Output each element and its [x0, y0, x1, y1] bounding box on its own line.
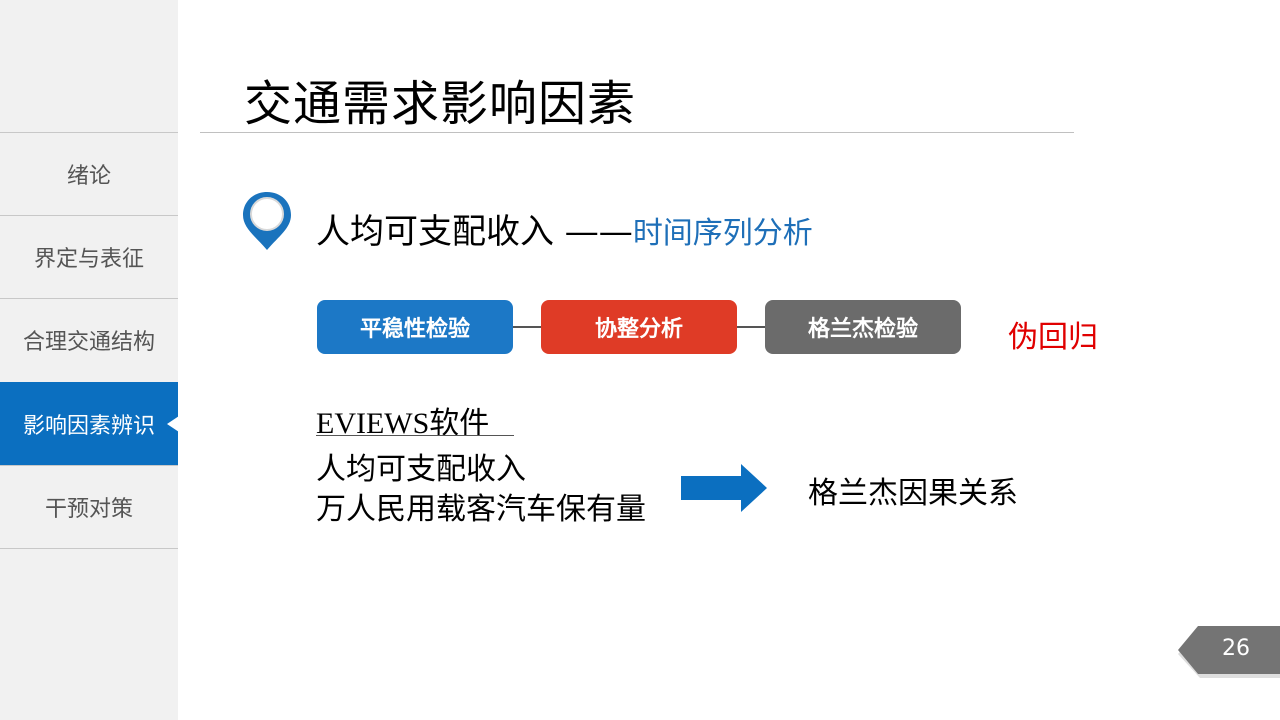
- step-stationarity-test[interactable]: 平稳性检验: [317, 300, 513, 354]
- sidebar-item-definition[interactable]: 界定与表征: [0, 215, 178, 298]
- page-title: 交通需求影响因素: [244, 76, 637, 132]
- right-arrow-icon: [681, 464, 767, 512]
- active-indicator-icon: [167, 416, 179, 432]
- variable-list: 人均可支配收入 万人民用载客汽车保有量: [316, 450, 646, 530]
- variable-item: 人均可支配收入: [316, 452, 526, 487]
- title-divider: [200, 132, 1074, 133]
- sidebar-item-introduction[interactable]: 绪论: [0, 132, 178, 215]
- step-granger-test[interactable]: 格兰杰检验: [765, 300, 961, 354]
- spurious-regression-warning: 伪回归: [1008, 320, 1098, 355]
- sidebar-nav: 绪论 界定与表征 合理交通结构 影响因素辨识 干预对策: [0, 0, 179, 720]
- step-connector: [737, 326, 765, 328]
- software-underline: [316, 435, 514, 436]
- sidebar-item-label: 干预对策: [44, 497, 133, 522]
- variable-item: 万人民用载客汽车保有量: [316, 492, 646, 527]
- sidebar-item-label: 合理交通结构: [22, 330, 155, 355]
- page-number-tag-icon: [1178, 626, 1280, 678]
- map-pin-icon: [243, 192, 291, 250]
- step-connector: [513, 326, 541, 328]
- sidebar-item-intervention[interactable]: 干预对策: [0, 465, 178, 548]
- step-label: 格兰杰检验: [807, 317, 918, 342]
- subtitle-accent: 时间序列分析: [632, 216, 813, 251]
- sidebar-item-structure[interactable]: 合理交通结构: [0, 298, 178, 381]
- step-label: 平稳性检验: [359, 317, 470, 342]
- sidebar-item-factors[interactable]: 影响因素辨识: [0, 382, 179, 465]
- software-label: EVIEWS软件: [316, 407, 490, 440]
- step-label: 协整分析: [594, 317, 683, 342]
- subtitle-main: 人均可支配收入 ——: [316, 212, 633, 252]
- sidebar-item-label: 界定与表征: [33, 247, 144, 272]
- step-cointegration[interactable]: 协整分析: [541, 300, 737, 354]
- sidebar-item-label: 绪论: [66, 164, 111, 189]
- granger-causality-result: 格兰杰因果关系: [808, 476, 1018, 511]
- sidebar-item-label: 影响因素辨识: [22, 414, 155, 439]
- sidebar-divider: [0, 548, 178, 549]
- section-subtitle: 人均可支配收入 ——时间序列分析: [316, 204, 813, 253]
- page-number: 26: [1222, 636, 1250, 661]
